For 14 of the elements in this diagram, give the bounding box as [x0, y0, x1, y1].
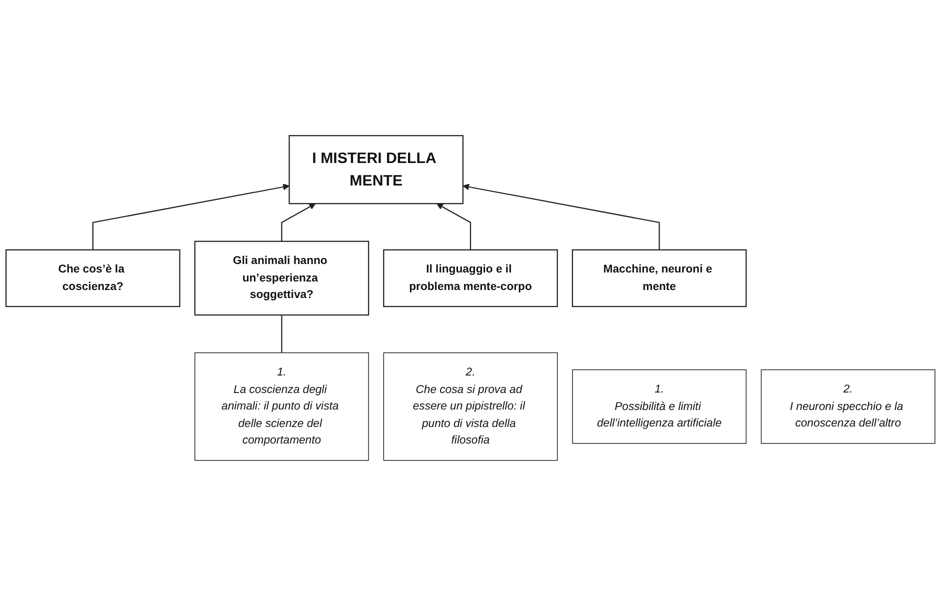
node-box	[572, 369, 747, 444]
node-box	[194, 352, 369, 461]
arrow	[436, 203, 472, 250]
node-box	[5, 249, 180, 308]
arrow	[92, 184, 290, 250]
node-box	[572, 249, 747, 308]
node-box	[760, 369, 936, 444]
node-box	[383, 352, 558, 461]
node-box	[288, 135, 464, 204]
arrow	[462, 184, 660, 250]
arrow	[281, 203, 316, 242]
connector	[281, 315, 282, 353]
node-box	[383, 249, 558, 308]
node-box	[194, 240, 370, 316]
